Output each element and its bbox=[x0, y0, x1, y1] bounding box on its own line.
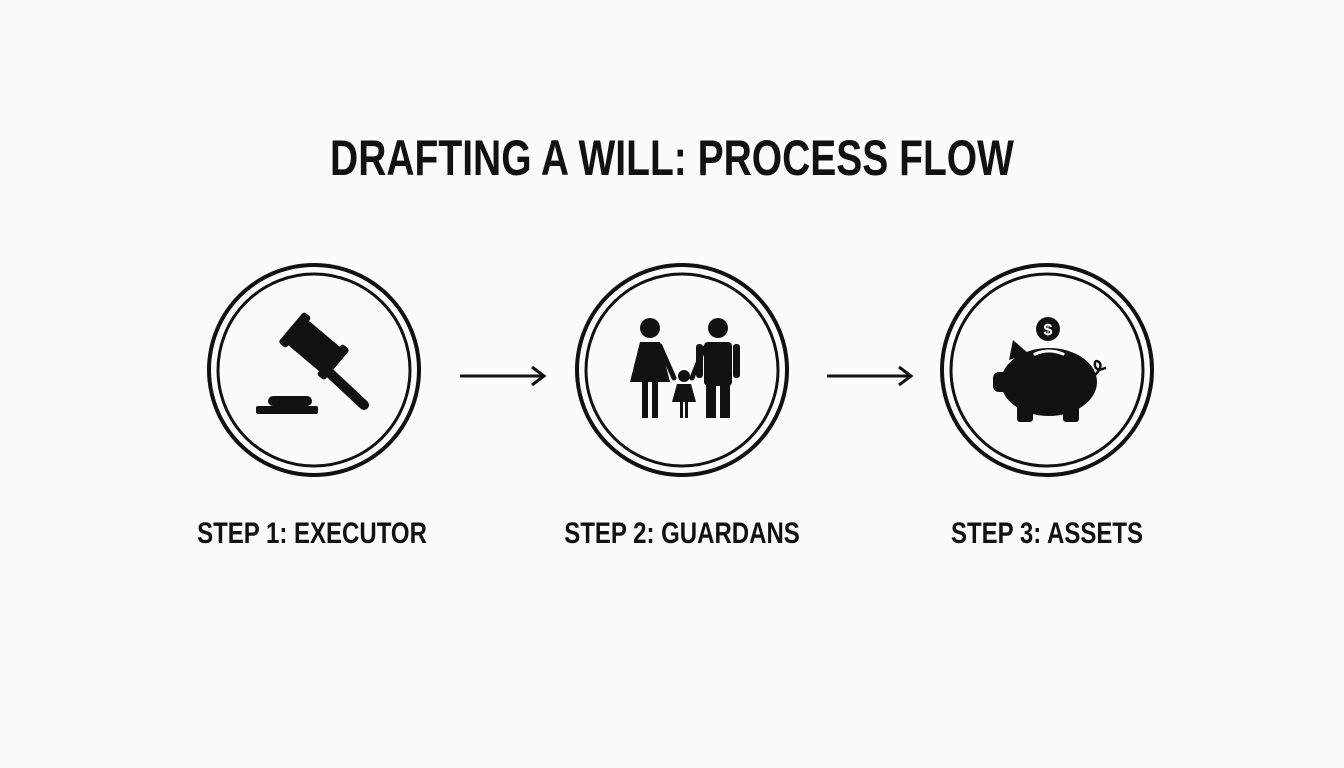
step-1-circle bbox=[207, 263, 421, 477]
step-2-label: STEP 2: GUARDANS bbox=[564, 517, 800, 550]
step-2-node bbox=[574, 262, 790, 478]
family-icon bbox=[630, 318, 740, 418]
arrow-step-2-to-3 bbox=[827, 365, 914, 387]
step-3-circle: $ bbox=[940, 263, 1154, 477]
arrow-step-1-to-2 bbox=[460, 365, 547, 387]
gavel-icon bbox=[256, 312, 369, 414]
step-2-circle bbox=[575, 263, 789, 477]
piggy-bank-icon: $ bbox=[993, 317, 1107, 422]
step-3-node: $ bbox=[939, 262, 1155, 478]
step-1-label: STEP 1: EXECUTOR bbox=[197, 517, 427, 550]
step-3-label: STEP 3: ASSETS bbox=[950, 517, 1144, 550]
coin-icon bbox=[1036, 317, 1060, 341]
diagram-title: DRAFTING A WILL: PROCESS FLOW bbox=[330, 130, 1014, 186]
coin-symbol: $ bbox=[1044, 322, 1053, 339]
step-1-node bbox=[206, 262, 422, 478]
